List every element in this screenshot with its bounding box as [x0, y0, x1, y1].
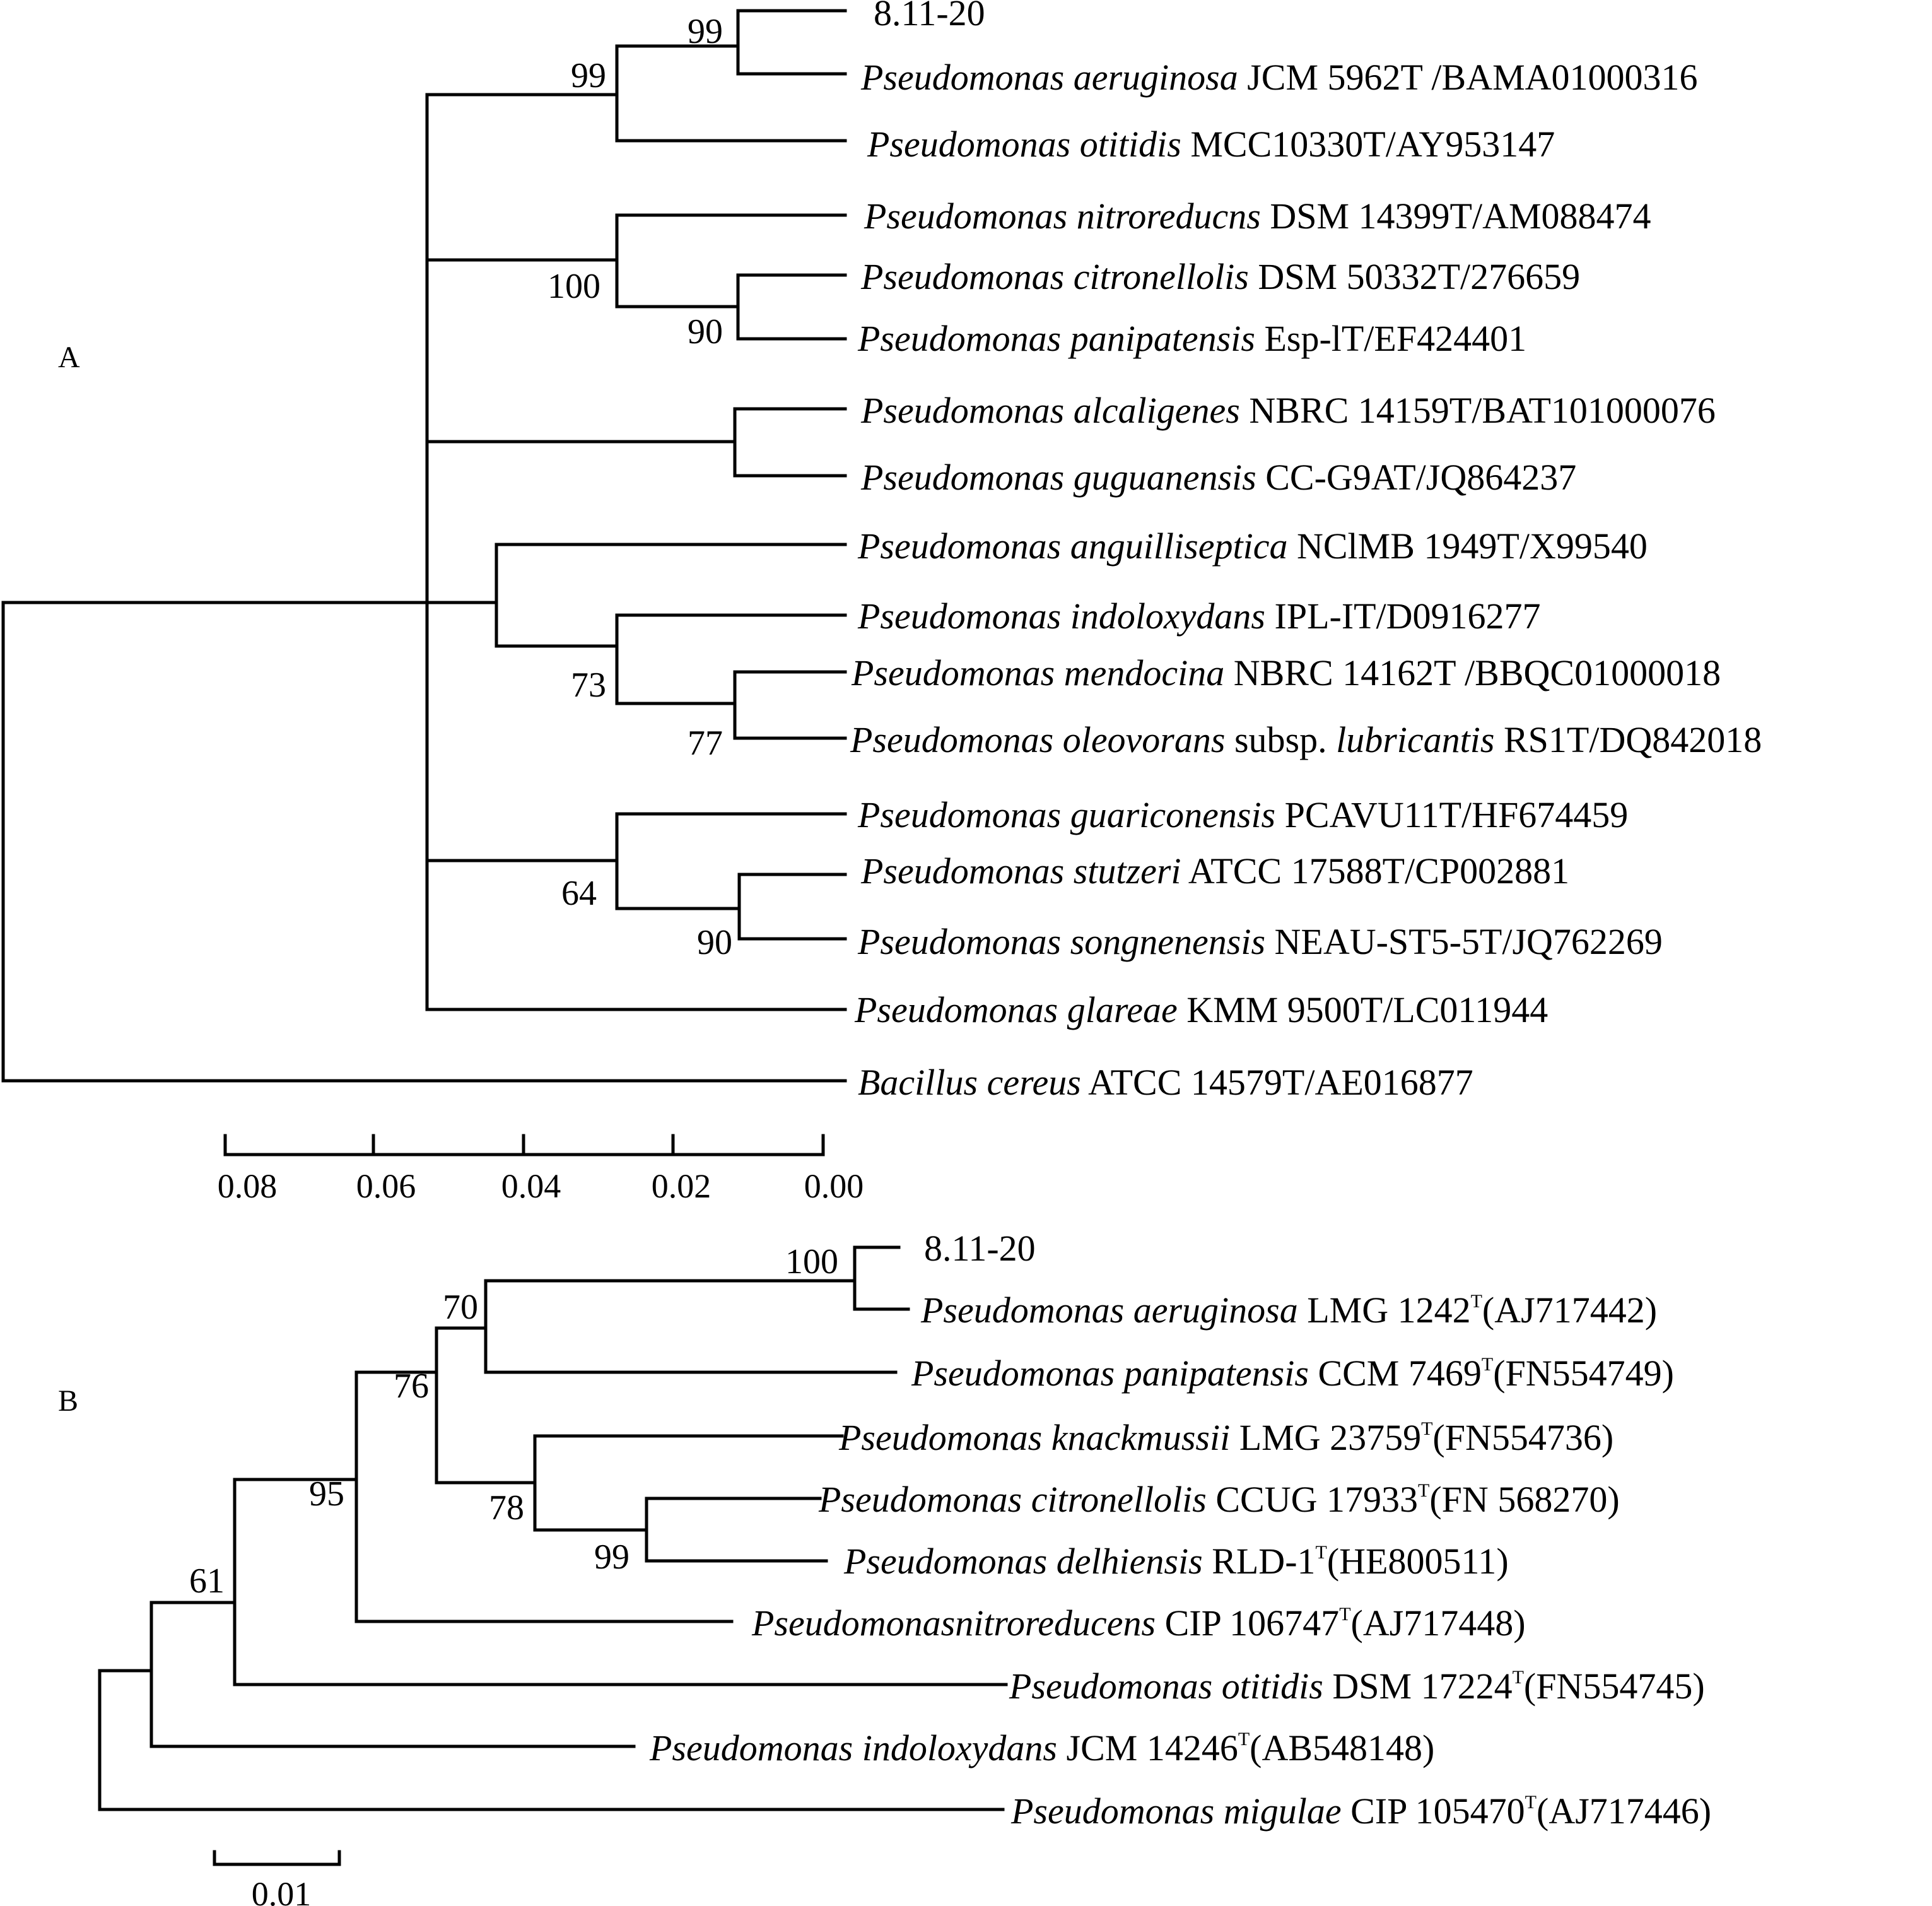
- leaf-label: Pseudomonas knackmussii LMG 23759T(FN554…: [838, 1417, 1613, 1458]
- tree-a-clade-nitroreducens: [425, 213, 847, 341]
- tree-a-clade-stutzeri: [425, 812, 847, 941]
- leaf-label: Pseudomonas indoloxydans JCM 14246T(AB54…: [649, 1727, 1434, 1768]
- support-value: 73: [571, 666, 606, 705]
- support-value: 99: [571, 56, 606, 95]
- leaf-label: Pseudomonas glareae KMM 9500T/LC011944: [854, 989, 1548, 1030]
- panel-b: B 100 70 76 78 99 95 61 8.11-20 Pseudomo…: [58, 1228, 1711, 1906]
- support-value: 100: [785, 1242, 838, 1281]
- panel-b-leaf-labels: 8.11-20 Pseudomonas aeruginosa LMG 1242T…: [649, 1228, 1711, 1832]
- tree-a-clade-anguilliseptica: [425, 543, 847, 740]
- leaf-label: Pseudomonas oleovorans subsp. lubricanti…: [850, 719, 1762, 760]
- scale-bar-line: [213, 1850, 341, 1866]
- tree-b-node-99: [645, 1497, 828, 1563]
- leaf-label: Pseudomonas aeruginosa JCM 5962T /BAMA01…: [860, 57, 1698, 98]
- leaf-label: Pseudomonas indoloxydans IPL-IT/D0916277: [857, 596, 1541, 637]
- panel-b-scale-bar: 0.01: [213, 1850, 341, 1906]
- support-value: 95: [309, 1474, 344, 1514]
- leaf-label: 8.11-20: [874, 0, 985, 33]
- tree-b-node-95: [233, 1478, 1008, 1686]
- support-value: 76: [394, 1367, 429, 1406]
- leaf-label: Pseudomonas stutzeri ATCC 17588T/CP00288…: [860, 850, 1569, 891]
- leaf-label: Pseudomonas mendocina NBRC 14162T /BBQC0…: [851, 652, 1721, 693]
- support-value: 100: [547, 267, 600, 306]
- scale-bar-label: 0.01: [252, 1875, 312, 1906]
- panel-a-support-values: 99 99 100 90 73 77 64 90: [547, 12, 732, 962]
- leaf-label: Pseudomonas migulae CIP 105470T(AJ717446…: [1010, 1791, 1711, 1832]
- leaf-label: Pseudomonas panipatensis CCM 7469T(FN554…: [911, 1353, 1674, 1394]
- support-value: 99: [594, 1538, 629, 1577]
- panel-b-support-values: 100 70 76 78 99 95 61: [189, 1242, 838, 1601]
- leaf-label: Pseudomonas otitidis MCC10330T/AY953147: [867, 124, 1555, 165]
- scale-axis-line: [223, 1134, 825, 1156]
- leaf-label: Bacillus cereus ATCC 14579T/AE016877: [858, 1062, 1473, 1103]
- panel-a-branches: [1, 9, 847, 1083]
- support-value: 78: [489, 1488, 524, 1527]
- leaf-label: Pseudomonas guguanensis CC-G9AT/JQ864237: [860, 457, 1576, 498]
- tree-b-node-70: [435, 1326, 537, 1485]
- tree-b-node-61: [149, 1601, 636, 1748]
- panel-a-label: A: [58, 341, 80, 374]
- scale-tick-label: 0.06: [356, 1167, 416, 1205]
- leaf-label: Pseudomonas songnenensis NEAU-ST5-5T/JQ7…: [857, 921, 1663, 962]
- support-value: 90: [697, 923, 732, 962]
- leaf-label: Pseudomonas delhiensis RLD-1T(HE800511): [843, 1541, 1509, 1582]
- tree-b-root-branch: [98, 1669, 1005, 1811]
- leaf-label: Pseudomonas otitidis DSM 17224T(FN554745…: [1009, 1666, 1705, 1707]
- leaf-label: Pseudomonas panipatensis Esp-lT/EF424401: [857, 318, 1526, 359]
- support-value: 64: [561, 874, 597, 913]
- support-value: 77: [688, 724, 723, 763]
- scale-tick-label: 0.02: [652, 1167, 711, 1205]
- tree-b-tip-8-11-20: [853, 1245, 910, 1311]
- leaf-label: Pseudomonas guariconensis PCAVU11T/HF674…: [857, 794, 1628, 835]
- leaf-label: Pseudomonas aeruginosa LMG 1242T(AJ71744…: [920, 1290, 1657, 1331]
- panel-b-label: B: [58, 1384, 78, 1418]
- tree-a-clade-alcaligenes: [425, 407, 847, 478]
- panel-b-branches: [98, 1245, 1008, 1811]
- support-value: 90: [688, 312, 723, 351]
- leaf-label: Pseudomonas citronellolis CCUG 17933T(FN…: [818, 1479, 1620, 1520]
- tree-a-root-branch: [1, 601, 847, 1083]
- leaf-label: Pseudomonasnitroreducens CIP 106747T(AJ7…: [751, 1603, 1526, 1644]
- leaf-label: Pseudomonas anguilliseptica NClMB 1949T/…: [857, 526, 1648, 567]
- tree-b-node-78: [533, 1434, 844, 1532]
- tree-a-clade-aeruginosa: [425, 9, 847, 143]
- panel-a-leaf-labels: 8.11-20 Pseudomonas aeruginosa JCM 5962T…: [850, 0, 1762, 1103]
- leaf-label: Pseudomonas nitroreducns DSM 14399T/AM08…: [864, 196, 1651, 237]
- tree-b-node-100: [484, 1279, 898, 1374]
- scale-tick-label: 0.04: [501, 1167, 561, 1205]
- tree-b-node-76: [354, 1370, 734, 1623]
- support-value: 99: [688, 12, 723, 51]
- panel-a: A 99 99 100 90 73 77 64: [1, 0, 1762, 1205]
- support-value: 61: [189, 1562, 225, 1601]
- leaf-label: Pseudomonas alcaligenes NBRC 14159T/BAT1…: [860, 390, 1716, 431]
- scale-tick-label: 0.08: [218, 1167, 278, 1205]
- leaf-label: Pseudomonas citronellolis DSM 50332T/276…: [860, 256, 1580, 297]
- leaf-label: 8.11-20: [924, 1228, 1036, 1269]
- support-value: 70: [443, 1288, 478, 1327]
- scale-tick-label: 0.00: [804, 1167, 864, 1205]
- panel-a-scale-axis: 0.08 0.06 0.04 0.02 0.00: [218, 1134, 864, 1205]
